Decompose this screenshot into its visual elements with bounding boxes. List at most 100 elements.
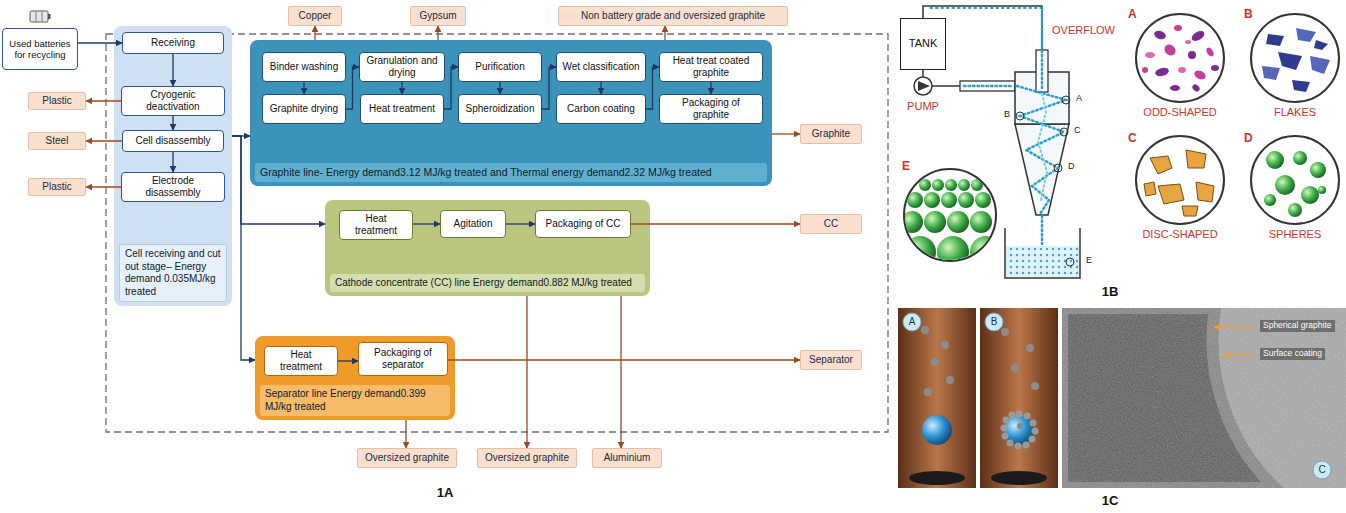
box-label: Packaging of separator bbox=[363, 347, 443, 371]
label-anchor: 1B bbox=[1102, 285, 1119, 300]
shape-name: ODD-SHAPED bbox=[1143, 106, 1216, 119]
box-label: Separator bbox=[809, 354, 853, 366]
part-label: PUMP bbox=[907, 100, 939, 113]
process-step-box: Electrode disassembly bbox=[121, 172, 225, 202]
output-box: Non battery grade and oversized graphite bbox=[558, 6, 788, 26]
box-label: TANK bbox=[909, 37, 938, 50]
figure-panel-label: 1A bbox=[437, 486, 454, 501]
flow-arrow bbox=[600, 82, 601, 94]
output-box: Gypsum bbox=[410, 6, 466, 26]
flow-arrow bbox=[620, 296, 621, 448]
image-annotation: Spherical graphite bbox=[1260, 320, 1335, 332]
flow-arrow bbox=[631, 223, 800, 224]
shape-name: DISC-SHAPED bbox=[1142, 228, 1217, 241]
box-label: Heat treatment bbox=[369, 103, 435, 115]
label-anchor: ODD-SHAPED bbox=[1143, 106, 1216, 119]
callout-letter: A bbox=[1128, 8, 1137, 22]
label-anchor: 1A bbox=[437, 486, 454, 501]
callout-letter: D bbox=[1068, 161, 1075, 171]
callout-letter: B bbox=[991, 316, 998, 328]
output-box: Separator bbox=[800, 350, 862, 370]
box-label: Plastic bbox=[42, 181, 71, 193]
flow-arrow bbox=[646, 67, 659, 109]
line-energy-caption: Cathode concentrate (CC) line Energy dem… bbox=[330, 274, 645, 293]
process-step-box: Binder washing bbox=[262, 52, 346, 82]
box-label: Used batteries for recycling bbox=[6, 38, 74, 61]
flow-arrow bbox=[303, 82, 304, 94]
label-anchor: E bbox=[1086, 255, 1092, 265]
box-label: Cell disassembly bbox=[135, 135, 210, 147]
label-anchor: A bbox=[909, 316, 916, 328]
process-step-box: Spheroidization bbox=[458, 94, 542, 124]
flow-arrow bbox=[86, 186, 121, 187]
box-label: Spheroidization bbox=[466, 103, 535, 115]
output-box: Oversized graphite bbox=[357, 448, 457, 468]
box-label: Wet classification bbox=[562, 61, 639, 73]
flow-arrow bbox=[710, 82, 711, 94]
coating-process-images bbox=[898, 308, 1346, 488]
callout-letter: B bbox=[1244, 8, 1253, 22]
process-line-panel: Cell receiving and cut out stage– Energy… bbox=[114, 26, 232, 306]
flow-arrow bbox=[499, 82, 500, 94]
flow-arrow bbox=[413, 223, 440, 224]
box-label: Packaging of CC bbox=[545, 218, 620, 230]
box-label: Copper bbox=[299, 10, 332, 22]
flow-arrow bbox=[506, 223, 535, 224]
label-anchor: B bbox=[1244, 8, 1253, 22]
process-step-box: Heat treat coated graphite bbox=[659, 52, 763, 82]
label-anchor: D bbox=[1244, 132, 1253, 146]
callout-letter: B bbox=[1004, 109, 1010, 119]
image-annotation: Surface coating bbox=[1260, 348, 1325, 360]
flow-arrow bbox=[86, 100, 121, 101]
box-label: Graphite bbox=[812, 128, 850, 140]
flow-arrow bbox=[172, 152, 173, 172]
line-energy-caption: Graphite line- Energy demand3.12 MJ/kg t… bbox=[255, 163, 767, 182]
process-step-box: Agitation bbox=[440, 210, 506, 238]
box-label: Carbon coating bbox=[567, 103, 635, 115]
tank-box: TANK bbox=[900, 18, 946, 70]
callout-letter: D bbox=[1244, 132, 1253, 146]
box-label: Granulation and drying bbox=[364, 55, 440, 79]
output-box: Oversized graphite bbox=[477, 448, 577, 468]
flow-arrow bbox=[338, 360, 358, 361]
box-label: Electrode disassembly bbox=[126, 175, 220, 199]
label-anchor: 1C bbox=[1102, 494, 1119, 509]
callout-letter: A bbox=[1076, 93, 1082, 103]
process-step-box: Heat treatment bbox=[264, 346, 338, 376]
input-box: Used batteries for recycling bbox=[2, 28, 78, 70]
label-anchor: DISC-SHAPED bbox=[1142, 228, 1217, 241]
process-line-panel: Graphite line- Energy demand3.12 MJ/kg t… bbox=[250, 40, 772, 186]
panel-fill bbox=[250, 40, 772, 186]
callout-letter: C bbox=[1128, 132, 1137, 146]
battery-icon bbox=[30, 11, 51, 22]
line-energy-caption: Cell receiving and cut out stage– Energy… bbox=[119, 244, 227, 302]
box-label: Non battery grade and oversized graphite bbox=[581, 10, 765, 22]
box-label: Receiving bbox=[151, 37, 195, 49]
stream-label: OVERFLOW bbox=[1052, 24, 1115, 37]
flow-arrow bbox=[448, 359, 800, 360]
flow-arrow bbox=[526, 296, 527, 448]
process-step-box: Heat treatment bbox=[339, 210, 413, 240]
box-label: Heat treat coated graphite bbox=[664, 55, 758, 79]
flow-arrow bbox=[172, 54, 173, 86]
box-label: Agitation bbox=[454, 218, 493, 230]
flow-arrow bbox=[346, 67, 359, 109]
panel-fill bbox=[325, 200, 650, 296]
box-label: CC bbox=[824, 218, 838, 230]
label-anchor: FLAKES bbox=[1274, 106, 1316, 119]
flow-arrow bbox=[172, 116, 173, 130]
process-step-box: Packaging of CC bbox=[535, 210, 631, 238]
particle-shape-circles bbox=[901, 14, 1339, 268]
flow-arrow bbox=[664, 26, 665, 40]
figure-panel-label: 1B bbox=[1102, 285, 1119, 300]
box-label: Gypsum bbox=[419, 10, 456, 22]
flow-arrow bbox=[405, 420, 406, 448]
label-anchor: A bbox=[1128, 8, 1137, 22]
label-anchor: PUMP bbox=[907, 100, 939, 113]
label-anchor: B bbox=[1004, 109, 1010, 119]
process-step-box: Heat treatment bbox=[360, 94, 444, 124]
label-anchor: A bbox=[1076, 93, 1082, 103]
process-step-box: Packaging of separator bbox=[358, 342, 448, 376]
box-label: Heat treatment bbox=[269, 349, 333, 373]
shape-name: FLAKES bbox=[1274, 106, 1316, 119]
